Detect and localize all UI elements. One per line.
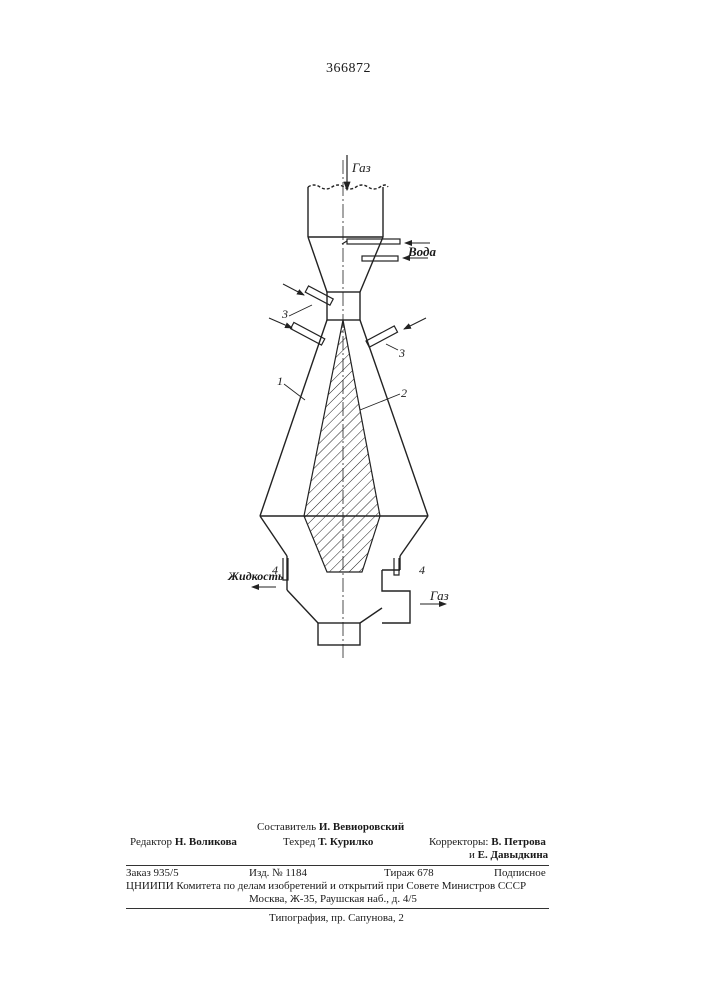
institute-line: ЦНИИПИ Комитета по делам изобретений и о… [126,880,526,893]
ref-3-right: 3 [398,346,405,360]
editor-name: Н. Воликова [175,836,237,848]
proofreaders-conj: и [469,849,475,861]
techred-label: Техред [283,836,315,848]
compiler-label: Составитель [257,821,316,833]
gas-inlet-label: Газ [351,160,371,175]
divider-bottom [126,908,549,909]
edition-number: Изд. № 1184 [249,867,307,880]
compiler-name: И. Вевиоровский [319,821,404,833]
proofreaders-line-2: и Е. Давыдкина [469,849,548,862]
editor-label: Редактор [130,836,172,848]
proofreaders-line: Корректоры: В. Петрова [429,836,546,849]
subscription-note: Подписное [494,867,546,880]
address-line: Москва, Ж-35, Раушская наб., д. 4/5 [249,893,417,906]
print-run: Тираж 678 [384,867,434,880]
proofreaders-label: Корректоры: [429,836,488,848]
order-number: Заказ 935/5 [126,867,179,880]
ref-4-right: 4 [419,563,425,577]
divider-top [126,865,549,866]
ref-4-left: 4 [272,563,278,577]
ref-1: 1 [277,374,283,388]
inner-cone [304,320,380,572]
apparatus-drawing: Газ Вода Жидкость Газ 1 2 3 3 4 4 [0,0,707,700]
proofreader-2: Е. Давыдкина [478,849,549,861]
ref-2: 2 [401,386,407,400]
water-pipes [342,239,400,261]
printing-house: Типография, пр. Сапунова, 2 [269,912,404,925]
editor-line: Редактор Н. Воликова [130,836,237,849]
water-label: Вода [407,244,436,259]
compiler-line: Составитель И. Вевиоровский [257,821,404,834]
techred-name: Т. Курилко [318,836,373,848]
techred-line: Техред Т. Курилко [283,836,373,849]
ref-3-upper: 3 [281,307,288,321]
gas-outlet-label: Газ [429,588,449,603]
proofreader-1: В. Петрова [491,836,546,848]
